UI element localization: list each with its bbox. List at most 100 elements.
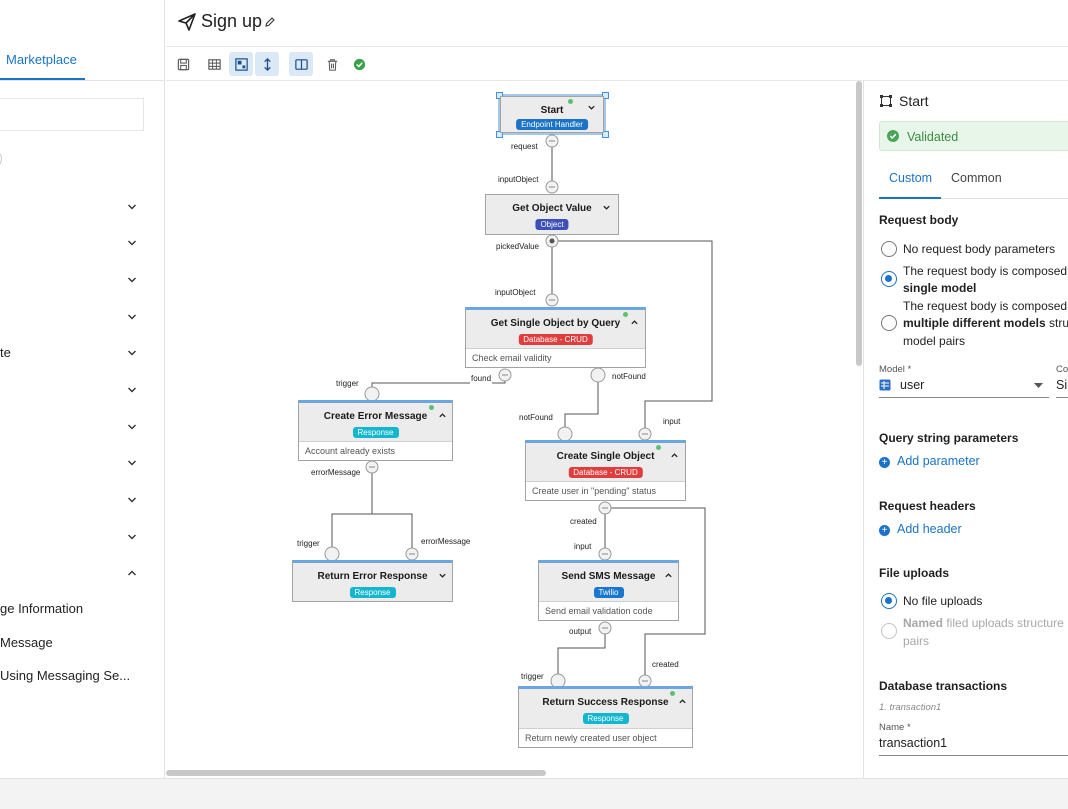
port-label: inputObject (497, 175, 540, 185)
sidebar-category-11[interactable] (0, 561, 164, 585)
chevron-down-icon (128, 534, 136, 540)
sidebar-category-3[interactable] (0, 268, 164, 292)
sidebar-category-9[interactable] (0, 488, 164, 512)
check-circle-icon (887, 130, 899, 142)
radio-label: model pairs (903, 334, 966, 348)
tab-common[interactable]: Common (951, 171, 1002, 185)
flow-canvas[interactable]: Start Endpoint Handler Get Object Value … (166, 81, 863, 778)
properties-panel: Start Validated Custom Common Request bo… (863, 81, 1068, 778)
radio-single-model[interactable] (881, 271, 897, 287)
port-label: notFound (518, 413, 554, 423)
node-description: Return newly created user object (519, 728, 692, 747)
node-get-single-object-by-query[interactable]: Get Single Object by Query Database - CR… (465, 307, 646, 368)
radio-named-file-uploads (881, 623, 897, 639)
sidebar-category-5[interactable]: te (0, 341, 164, 365)
sidebar-category-10[interactable] (0, 525, 164, 549)
validate-button[interactable] (347, 52, 371, 76)
chevron-up-icon[interactable] (670, 451, 679, 460)
sidebar-category-8[interactable] (0, 451, 164, 475)
node-send-sms-message[interactable]: Send SMS Message Twilio Send email valid… (538, 560, 679, 621)
node-start[interactable]: Start Endpoint Handler (500, 96, 604, 133)
radio-multiple-models[interactable] (881, 315, 897, 331)
pencil-icon[interactable] (264, 16, 276, 28)
node-get-object-value[interactable]: Get Object Value Object (485, 194, 619, 235)
sidebar-toggle[interactable] (0, 152, 2, 166)
port-label: found (470, 374, 493, 384)
delete-button[interactable] (320, 52, 344, 76)
sidebar-subitem-2[interactable]: Message (0, 635, 53, 650)
port-label: request (510, 142, 539, 152)
node-create-error-message[interactable]: Create Error Message Response Account al… (298, 400, 453, 461)
sidebar-category-4[interactable] (0, 305, 164, 329)
status-dot (568, 99, 573, 104)
port-label: errorMessage (310, 468, 362, 478)
chevron-up-icon[interactable] (438, 411, 447, 420)
tab-custom[interactable]: Custom (889, 171, 933, 185)
status-dot (623, 312, 628, 317)
chevron-down-icon[interactable] (602, 203, 611, 212)
save-button[interactable] (171, 52, 195, 76)
chevron-down-icon (128, 240, 136, 246)
chevron-down-icon[interactable] (587, 103, 596, 112)
node-badge: Response (349, 587, 396, 598)
table-icon (879, 379, 891, 391)
node-create-single-object[interactable]: Create Single Object Database - CRUD Cre… (525, 440, 686, 501)
node-frame-icon (880, 95, 892, 107)
sidebar-category-6[interactable] (0, 378, 164, 402)
model-select-value[interactable]: user (900, 378, 925, 392)
chevron-down-icon (128, 497, 136, 503)
vertical-layout-button[interactable] (255, 52, 279, 76)
add-header-button[interactable]: +Add header (879, 522, 962, 536)
selection-handle[interactable] (602, 92, 609, 99)
selection-handle[interactable] (496, 92, 503, 99)
node-return-success-response[interactable]: Return Success Response Response Return … (518, 686, 693, 748)
sidebar-subitem-3[interactable]: Using Messaging Se... (0, 668, 131, 683)
chevron-down-icon (128, 387, 136, 393)
radio-no-file-uploads[interactable] (881, 593, 897, 609)
sidebar-category-7[interactable] (0, 415, 164, 439)
caret-down-icon[interactable] (1034, 383, 1043, 389)
sidebar-category-1[interactable] (0, 195, 164, 219)
panel-title: Start (899, 93, 929, 109)
port-label: pickedValue (495, 242, 540, 252)
canvas-vertical-scrollbar[interactable] (856, 81, 862, 366)
paper-plane-icon (178, 13, 196, 31)
selection-handle[interactable] (496, 131, 503, 138)
plus-icon: + (879, 525, 890, 536)
tab-marketplace[interactable]: Marketplace (0, 47, 85, 80)
node-badge: Response (582, 713, 629, 724)
plus-icon: + (879, 457, 890, 468)
validation-banner: Validated (879, 121, 1068, 151)
minimap-button[interactable] (229, 52, 253, 76)
chevron-up-icon[interactable] (630, 318, 639, 327)
table-icon (207, 58, 221, 70)
chevron-up-icon[interactable] (678, 697, 687, 706)
node-description: Account already exists (299, 441, 452, 460)
chevron-up-icon[interactable] (664, 571, 673, 580)
sidebar-search-input[interactable] (0, 98, 144, 131)
chevron-down-icon[interactable] (438, 571, 447, 580)
second-select-value[interactable]: Si (1056, 378, 1068, 392)
radio-no-request-body[interactable] (881, 241, 897, 257)
transaction-name-input[interactable]: transaction1 (879, 736, 948, 750)
node-return-error-response[interactable]: Return Error Response Response (292, 560, 453, 602)
selection-handle[interactable] (602, 131, 609, 138)
canvas-horizontal-scrollbar[interactable] (166, 770, 546, 776)
trash-icon (327, 58, 337, 71)
port-label: created (569, 517, 598, 527)
request-body-heading: Request body (879, 213, 959, 227)
sidebar-category-2[interactable] (0, 231, 164, 255)
node-badge: Database - CRUD (518, 334, 593, 345)
grid-button[interactable] (202, 52, 226, 76)
chevron-down-icon (128, 204, 136, 210)
node-description: Send email validation code (539, 601, 678, 620)
node-badge: Response (352, 427, 399, 438)
port-label: trigger (335, 379, 360, 389)
sidebar-subitem-1[interactable]: ge Information (0, 601, 84, 616)
file-uploads-heading: File uploads (879, 566, 950, 580)
port-label: input (662, 417, 682, 427)
name-label: Name * (879, 722, 911, 733)
add-parameter-button[interactable]: +Add parameter (879, 454, 980, 468)
split-view-button[interactable] (289, 52, 313, 76)
check-circle-icon (353, 58, 365, 70)
